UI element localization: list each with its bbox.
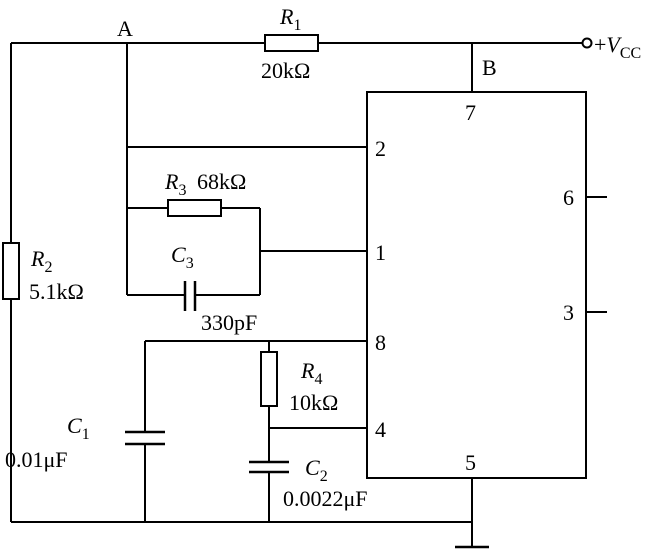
resistor-r1 xyxy=(264,34,319,52)
pin-8-label: 8 xyxy=(375,330,386,355)
vcc-label: +VCC xyxy=(594,32,641,62)
resistor-r2 xyxy=(2,242,20,300)
r2-label: R2 xyxy=(30,246,52,276)
pin-7-label: 7 xyxy=(465,100,476,125)
r4-label: R4 xyxy=(300,358,322,388)
r2-value: 5.1kΩ xyxy=(29,279,84,304)
c2-label: C2 xyxy=(305,455,328,485)
c1-value: 0.01μF xyxy=(5,447,68,472)
wires xyxy=(10,42,607,547)
pin-4-label: 4 xyxy=(375,417,386,442)
c1-label: C1 xyxy=(67,413,90,443)
node-b-label: B xyxy=(482,55,497,80)
pin-3-label: 3 xyxy=(563,300,574,325)
vcc-terminal xyxy=(581,37,593,49)
r1-label: R1 xyxy=(279,4,301,34)
c3-label: C3 xyxy=(171,242,194,272)
r3-value: 68kΩ xyxy=(197,169,246,194)
node-a-label: A xyxy=(117,16,133,41)
r1-value: 20kΩ xyxy=(261,58,310,83)
c3-value: 330pF xyxy=(201,310,257,335)
pin-5-label: 5 xyxy=(465,450,476,475)
r4-value: 10kΩ xyxy=(289,390,338,415)
resistor-r4 xyxy=(260,351,278,407)
r3-label: R3 xyxy=(164,169,186,199)
resistor-r3 xyxy=(167,199,222,217)
pin-6-label: 6 xyxy=(563,185,574,210)
ic-body xyxy=(366,91,587,479)
pin-2-label: 2 xyxy=(375,136,386,161)
c2-value: 0.0022μF xyxy=(283,486,368,511)
pin-1-label: 1 xyxy=(375,240,386,265)
